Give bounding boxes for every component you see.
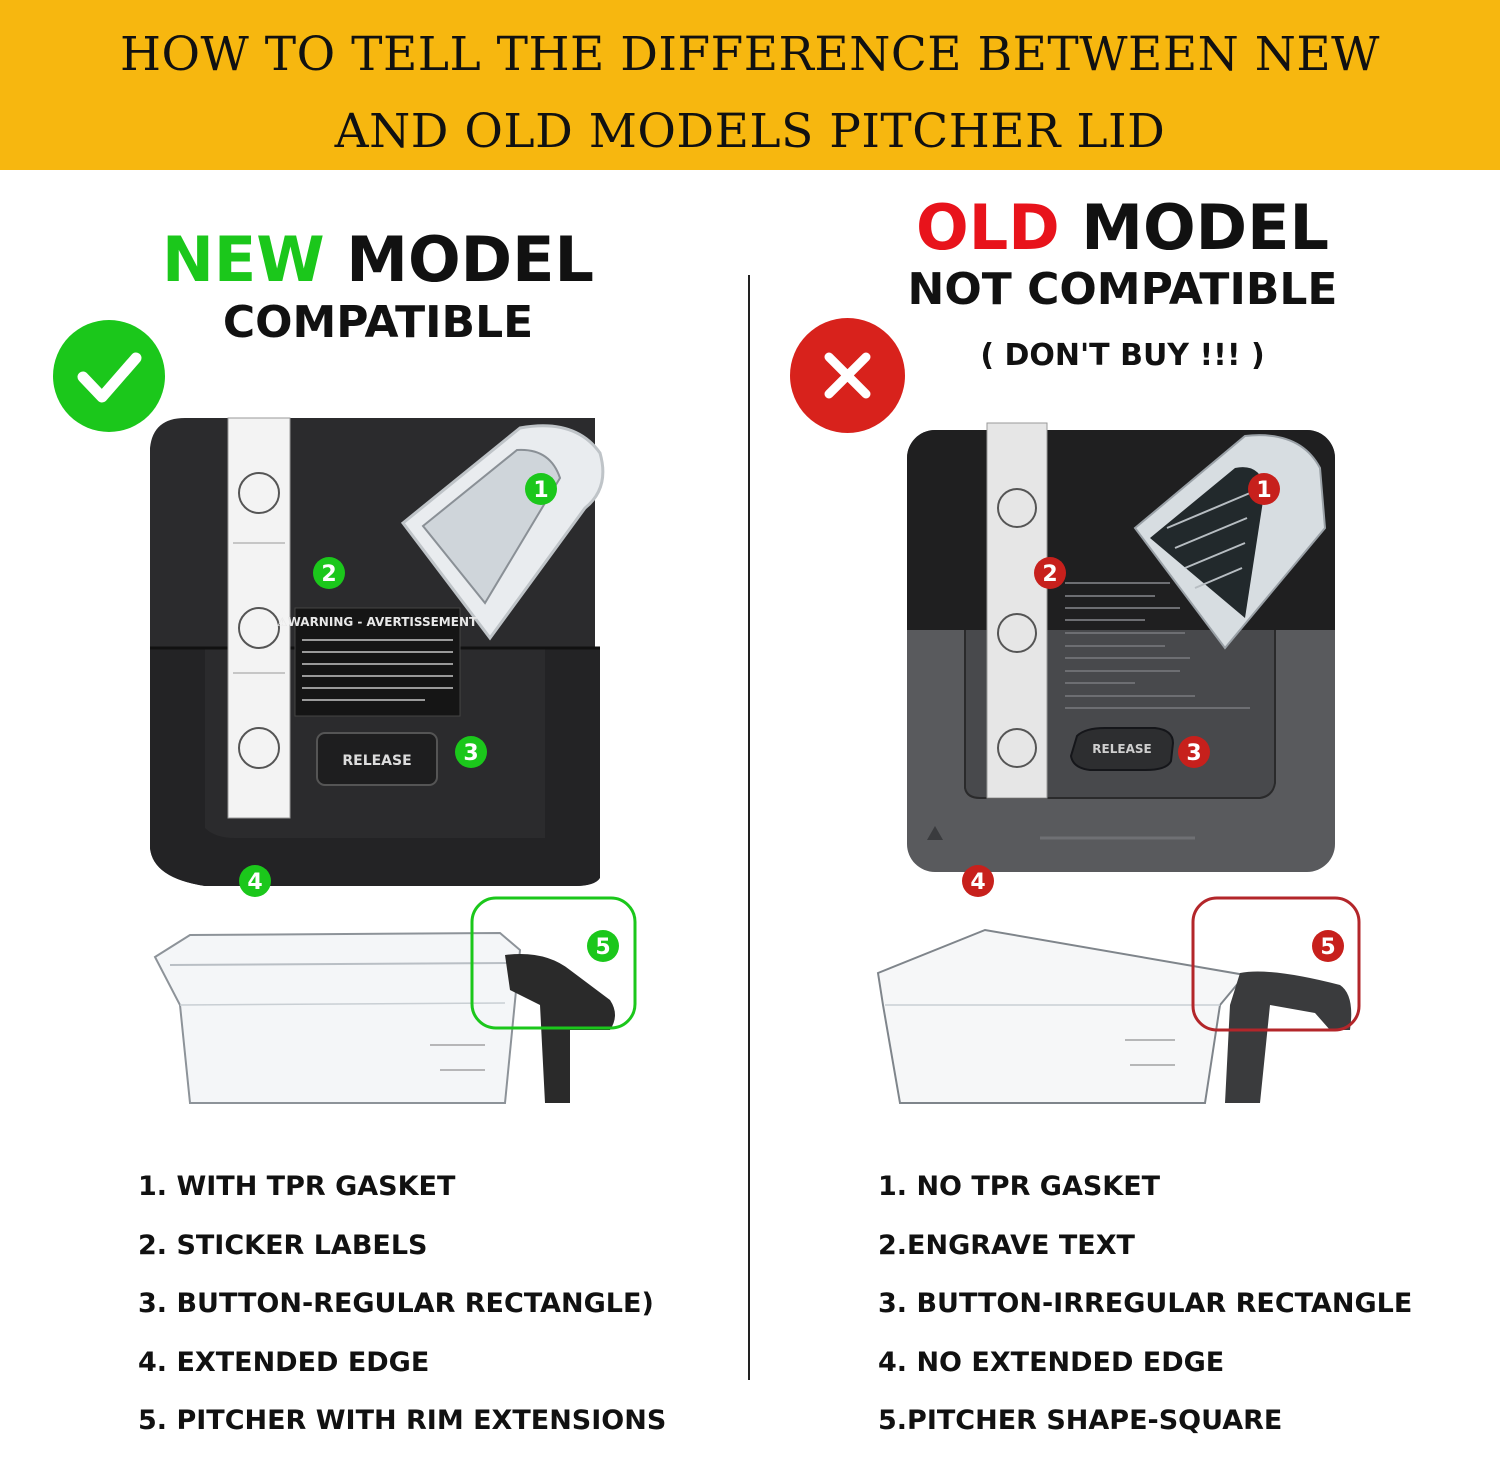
- old-model-lid-photo: RELEASE: [907, 422, 1335, 872]
- old-model-word-model: MODEL: [1081, 191, 1329, 264]
- new-model-compatible-label: COMPATIBLE: [222, 297, 534, 348]
- banner-title-line-1: HOW TO TELL THE DIFFERENCE BETWEEN NEW: [120, 27, 1380, 82]
- new-model-heading: NEW MODEL: [0, 225, 756, 295]
- old-marker-4: 4: [970, 870, 985, 895]
- old-feature-2: 2.ENGRAVE TEXT: [878, 1229, 1135, 1261]
- old-model-heading: OLD MODEL: [750, 193, 1495, 263]
- new-lid-warning-text: ⚠WARNING - AVERTISSEMENT: [277, 615, 478, 629]
- old-pitcher-handle: [1225, 971, 1352, 1103]
- old-model-word-old: OLD: [915, 191, 1060, 264]
- banner-title-line-2: AND OLD MODELS PITCHER LID: [334, 104, 1166, 159]
- new-pitcher-highlight-box: [470, 896, 637, 1030]
- old-feature-3: 3. BUTTON-IRREGULAR RECTANGLE: [878, 1288, 1413, 1319]
- old-lid-sticker-label: [986, 422, 1048, 799]
- new-feature-5: 5. PITCHER WITH RIM EXTENSIONS: [138, 1405, 667, 1436]
- old-model-pitcher-photo: [876, 896, 1361, 1104]
- column-divider: [748, 275, 750, 1380]
- old-pitcher-highlight-box: [1191, 896, 1361, 1032]
- old-feature-1: 1. NO TPR GASKET: [878, 1171, 1161, 1202]
- new-model-lid-photo: ⚠WARNING - AVERTISSEMENT RELEASE: [150, 417, 605, 886]
- old-model-feature-list: 1. NO TPR GASKET 2.ENGRAVE TEXT 3. BUTTO…: [878, 1172, 1412, 1465]
- old-lid-release-button: [1069, 727, 1175, 771]
- new-model-feature-list: 1. WITH TPR GASKET 2. STICKER LABELS 3. …: [138, 1172, 666, 1465]
- new-model-word-model: MODEL: [346, 223, 594, 296]
- old-model-not-compatible-label: NOT COMPATIBLE: [907, 264, 1338, 315]
- old-lid-engraved-text: [1065, 582, 1250, 709]
- old-lid-release-text: RELEASE: [1092, 742, 1151, 756]
- title-banner: HOW TO TELL THE DIFFERENCE BETWEEN NEW A…: [0, 0, 1500, 170]
- old-model-warning-note: ( DON'T BUY !!! ): [980, 338, 1265, 373]
- new-feature-4: 4. EXTENDED EDGE: [138, 1346, 430, 1378]
- new-feature-2: 2. STICKER LABELS: [138, 1229, 428, 1261]
- new-model-pitcher-photo: [153, 896, 637, 1104]
- new-model-word-new: NEW: [162, 223, 325, 296]
- new-feature-3: 3. BUTTON-REGULAR RECTANGLE): [138, 1288, 654, 1319]
- new-lid-release-text: RELEASE: [342, 753, 411, 769]
- new-lid-extended-edge: [150, 648, 600, 886]
- new-feature-1: 1. WITH TPR GASKET: [138, 1171, 456, 1202]
- old-feature-5: 5.PITCHER SHAPE-SQUARE: [878, 1405, 1283, 1436]
- checkmark-icon: [53, 320, 165, 432]
- old-feature-4: 4. NO EXTENDED EDGE: [878, 1346, 1225, 1378]
- new-lid-warning-label: [294, 607, 461, 717]
- new-lid-release-button: [316, 732, 438, 786]
- cross-icon: [790, 318, 905, 433]
